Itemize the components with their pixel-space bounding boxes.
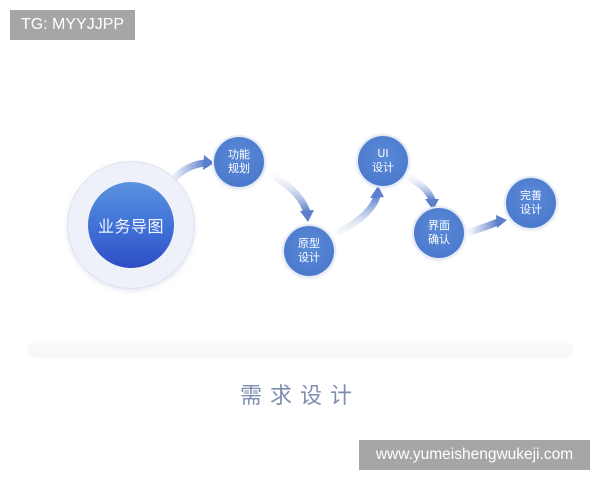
- step-node-refine-design: 完善 设计: [506, 178, 556, 228]
- step-label-line2: 确认: [428, 233, 450, 246]
- step-label-line1: 原型: [298, 237, 320, 250]
- step-label-line2: 设计: [372, 161, 394, 174]
- step-label-line2: 设计: [520, 203, 542, 216]
- step-label-line1: 完善: [520, 189, 542, 202]
- root-node-label: 业务导图: [97, 217, 164, 236]
- step-label-line1: 界面: [428, 219, 450, 232]
- step-label-line2: 设计: [298, 251, 320, 264]
- shadow-shelf: [28, 338, 573, 358]
- arrow-step2-to-step3: [336, 186, 384, 236]
- step-label-line1: 功能: [228, 148, 250, 161]
- arrow-root-to-step1: [168, 155, 214, 184]
- watermark-top-left: TG: MYYJJPP: [10, 10, 135, 40]
- step-node-function-planning: 功能 规划: [214, 137, 264, 187]
- root-node: 业务导图: [88, 182, 174, 268]
- step-label-line2: 规划: [228, 162, 250, 175]
- step-node-ui-design: UI 设计: [358, 136, 408, 186]
- arrow-step4-to-step5: [466, 215, 507, 236]
- step-node-interface-confirm: 界面 确认: [414, 208, 464, 258]
- arrow-step3-to-step4: [406, 174, 439, 210]
- watermark-bottom-right: www.yumeishengwukeji.com: [359, 440, 590, 470]
- root-node-ring: 业务导图: [68, 162, 194, 288]
- step-label-line1: UI: [377, 147, 389, 160]
- arrow-step1-to-step2: [272, 174, 314, 222]
- diagram-title: 需求设计: [239, 384, 360, 409]
- step-node-prototype-design: 原型 设计: [284, 226, 334, 276]
